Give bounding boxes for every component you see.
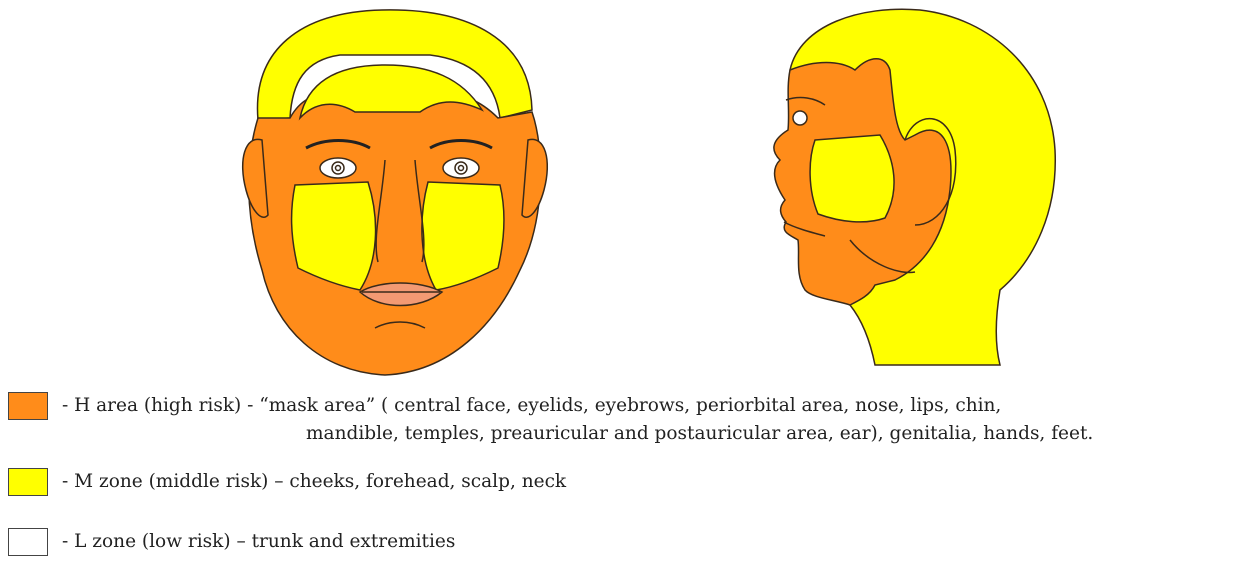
legend-text-middle: - M zone (middle risk) – cheeks, forehea… — [62, 468, 566, 496]
legend-low-line1: - L zone (low risk) – trunk and extremit… — [62, 531, 455, 552]
legend-middle-line1: - M zone (middle risk) – cheeks, forehea… — [62, 471, 566, 492]
legend-text-high: - H area (high risk) - “mask area” ( cen… — [62, 392, 1093, 448]
side-cheek-yellow — [810, 135, 894, 222]
legend-high-risk: - H area (high risk) - “mask area” ( cen… — [8, 392, 1093, 448]
legend-high-line2: mandible, temples, preauricular and post… — [62, 420, 1093, 448]
legend-text-low: - L zone (low risk) – trunk and extremit… — [62, 528, 455, 556]
legend-swatch-high — [8, 392, 48, 420]
side-face-view — [774, 9, 1055, 365]
legend-high-line1: - H area (high risk) - “mask area” ( cen… — [62, 395, 1001, 416]
legend-low-risk: - L zone (low risk) – trunk and extremit… — [8, 528, 455, 556]
legend-swatch-middle — [8, 468, 48, 496]
legend-swatch-low — [8, 528, 48, 556]
front-face-view — [243, 10, 548, 375]
legend-middle-risk: - M zone (middle risk) – cheeks, forehea… — [8, 468, 566, 496]
side-eye — [793, 111, 807, 125]
face-zones-figure — [0, 0, 1250, 380]
